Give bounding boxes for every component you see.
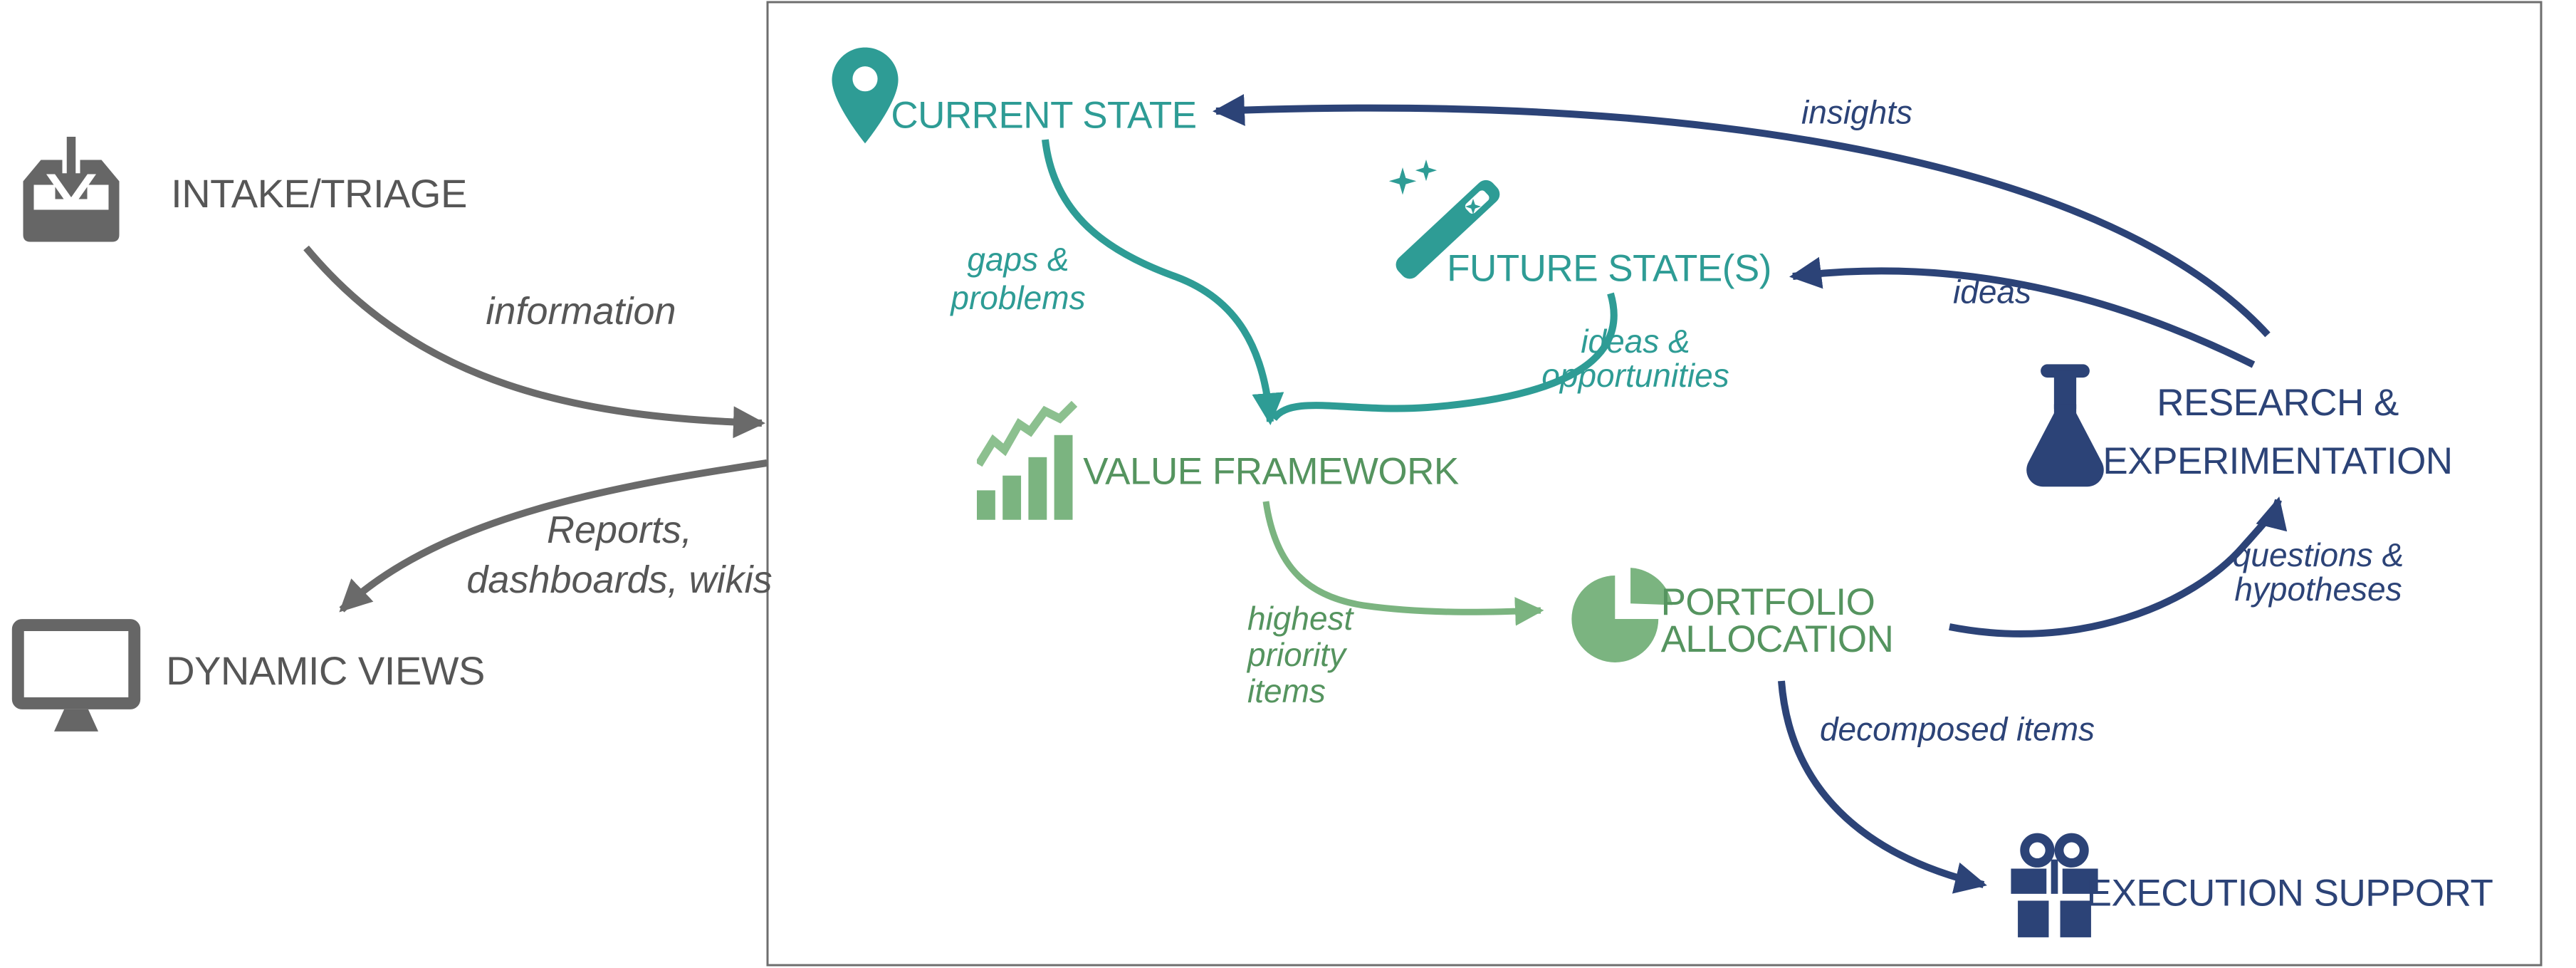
edge-ideas-opportunities-arrow: [1270, 292, 1618, 422]
edge-gaps-problems-arrow: [1042, 139, 1284, 425]
inbox-download-icon: [23, 137, 120, 242]
ideas-opportunities-edge-label: ideas & opportunities: [1541, 323, 1729, 394]
edge-information-arrow: [303, 245, 765, 439]
research-experimentation-label: RESEARCH & EXPERIMENTATION: [2103, 382, 2453, 482]
pie-chart-icon: [1571, 568, 1672, 662]
edge-questions-hypotheses-arrow: [1949, 496, 2288, 637]
inner-process-border: [766, 1, 2543, 967]
monitor-icon: [11, 619, 141, 732]
map-pin-icon: [832, 47, 899, 144]
edge-reports-arrow: [339, 459, 768, 613]
insights-edge-label: insights: [1801, 93, 1912, 131]
highest-priority-edge-label: highest priority items: [1247, 600, 1354, 709]
edge-highest-priority-arrow: [1262, 501, 1544, 626]
value-framework-label: VALUE FRAMEWORK: [1083, 450, 1459, 493]
flask-icon: [2026, 364, 2104, 487]
gift-icon: [2011, 833, 2098, 937]
gaps-problems-edge-label: gaps & problems: [951, 241, 1086, 316]
decomposed-items-edge-label: decomposed items: [1819, 710, 2095, 748]
edge-ideas-arrow: [1789, 256, 2256, 368]
magic-wand-icon: [1388, 160, 1500, 279]
growth-chart-icon: [977, 400, 1078, 520]
intake-triage-label: INTAKE/TRIAGE: [171, 170, 467, 216]
portfolio-allocation-label: PORTFOLIO ALLOCATION: [1660, 581, 1894, 660]
ideas-edge-label: ideas: [1953, 273, 2031, 311]
future-states-label: FUTURE STATE(S): [1447, 247, 1771, 290]
questions-hypotheses-edge-label: questions & hypotheses: [2232, 536, 2404, 608]
edge-decomposed-items-arrow: [1778, 680, 1987, 894]
execution-support-label: EXECUTION SUPPORT: [2086, 872, 2493, 915]
information-edge-label: information: [486, 289, 676, 333]
edge-insights-arrow: [1213, 93, 2271, 338]
dynamic-views-label: DYNAMIC VIEWS: [166, 647, 485, 693]
current-state-label: CURRENT STATE: [891, 94, 1197, 137]
reports-edge-label: Reports, dashboards, wikis: [466, 508, 773, 601]
